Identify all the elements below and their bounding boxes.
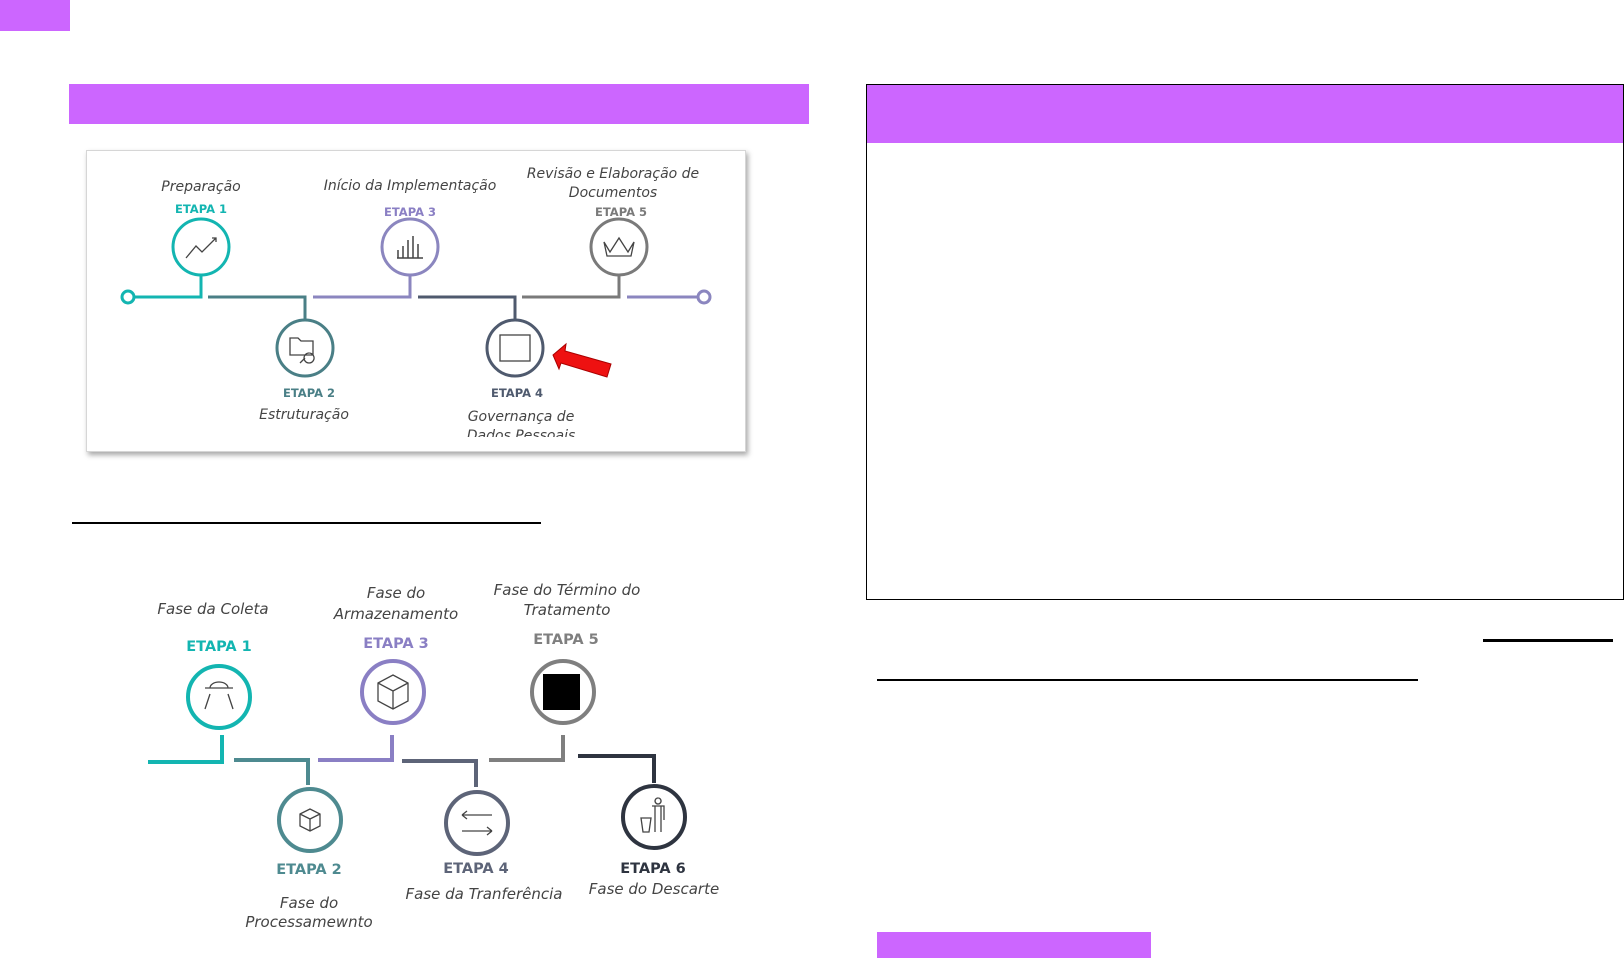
connector <box>234 758 310 785</box>
step-title: Início da Implementação <box>324 178 497 194</box>
connector <box>418 295 517 320</box>
step-title: Fase da Coleta <box>157 600 268 618</box>
right-underline-long <box>877 679 1418 681</box>
people-growth-icon <box>171 217 231 277</box>
step-label: ETAPA 1 <box>175 202 227 216</box>
box-cycle-icon <box>277 787 343 853</box>
lifecycle-labels: Fase da Coleta ETAPA 1 Fase do Armazenam… <box>157 581 719 931</box>
bar-chart-icon <box>380 217 440 277</box>
connector <box>489 735 565 762</box>
step-label: ETAPA 6 <box>620 861 686 877</box>
step-title: Estruturação <box>259 407 349 423</box>
folder-search-icon <box>275 318 335 378</box>
roadmap-card <box>86 150 746 452</box>
connector <box>134 276 203 299</box>
connector <box>313 276 412 299</box>
step-label: ETAPA 3 <box>363 636 429 652</box>
connector <box>148 735 224 764</box>
roadmap-diagram <box>120 217 712 378</box>
step-title: Revisão e Elaboração de <box>527 166 699 182</box>
step-label: ETAPA 2 <box>276 862 342 878</box>
connector <box>402 759 478 787</box>
connector <box>578 754 656 783</box>
timeline-start <box>120 289 136 305</box>
step-label: ETAPA 5 <box>533 632 599 648</box>
ufo-collect-icon <box>186 664 252 730</box>
black-square-icon <box>530 659 596 725</box>
step-label: ETAPA 3 <box>384 205 436 219</box>
step-title: Fase do Descarte <box>589 880 719 898</box>
step-title: Armazenamento <box>333 605 458 623</box>
transfer-arrows-icon <box>444 790 510 856</box>
left-section-header <box>69 84 809 124</box>
step-label: ETAPA 2 <box>283 386 335 400</box>
step-title: Preparação <box>161 179 240 195</box>
step-title: Tratamento <box>524 601 611 619</box>
connector <box>208 295 307 320</box>
roadmap-labels: Preparação ETAPA 1 Início da Implementaç… <box>161 166 699 444</box>
step-label: ETAPA 4 <box>443 861 509 877</box>
red-arrow-icon <box>552 342 612 378</box>
trash-person-icon <box>621 784 687 850</box>
map-icon <box>485 318 545 378</box>
step-title: Fase do <box>367 584 425 602</box>
left-underline <box>72 522 541 524</box>
step-label: ETAPA 5 <box>595 205 647 219</box>
step-title: Fase da Tranferência <box>406 885 563 903</box>
corner-highlight <box>0 0 70 31</box>
connector <box>318 735 394 762</box>
right-underline-short <box>1483 639 1613 642</box>
right-text-box <box>866 84 1624 600</box>
step-title: Documentos <box>569 185 657 201</box>
right-box-header <box>867 85 1623 143</box>
step-label: ETAPA 1 <box>186 639 252 655</box>
lifecycle-diagram <box>148 659 687 856</box>
bottom-highlight <box>877 932 1151 958</box>
step-title: Governança de <box>468 409 575 425</box>
step-title: Fase do <box>280 894 338 912</box>
crown-icon <box>589 217 649 277</box>
step-label: ETAPA 4 <box>491 386 543 400</box>
connector <box>522 276 621 299</box>
step-title: Processamewnto <box>245 913 372 931</box>
timeline-end <box>696 289 712 305</box>
step-title: Fase do Término do <box>494 581 641 599</box>
step-title: Dados Pessoais <box>467 428 576 444</box>
box-icon <box>360 659 426 725</box>
